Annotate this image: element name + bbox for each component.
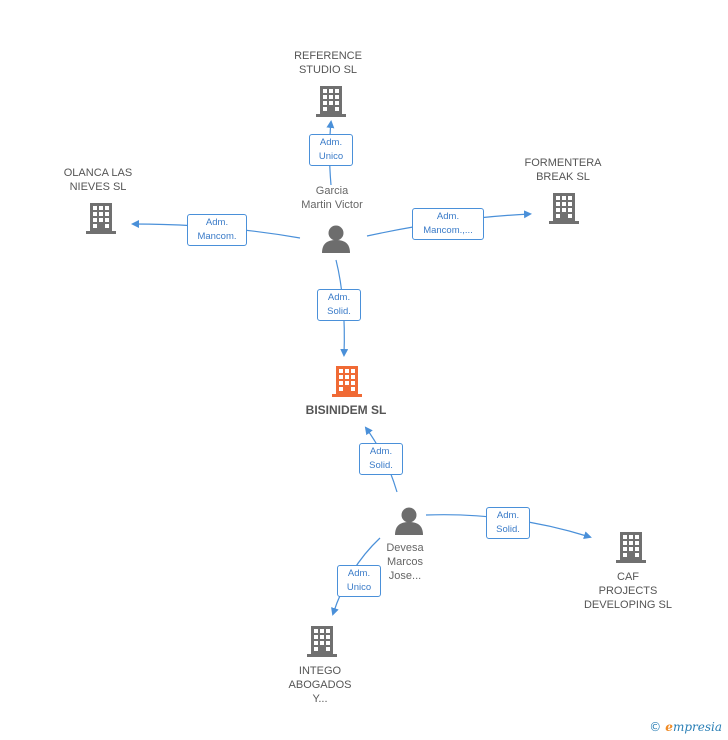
node-label-intego[interactable]: INTEGO ABOGADOS Y... [288,665,352,705]
building-icon-formentera [549,193,579,224]
person-icon-devesa [395,507,423,535]
node-label-devesa[interactable]: Devesa Marcos Jose... [386,542,424,582]
person-icon-garcia [322,225,350,253]
edge-label-devesa-intego[interactable]: Adm. Unico [337,565,381,597]
building-icon-reference [316,86,346,117]
edge-label-garcia-reference[interactable]: Adm. Unico [309,134,353,166]
edge-label-garcia-bisinidem[interactable]: Adm. Solid. [317,289,361,321]
node-label-garcia[interactable]: Garcia Martin Victor [301,185,363,211]
node-label-reference[interactable]: REFERENCE STUDIO SL [294,50,362,76]
edge-label-garcia-formentera[interactable]: Adm. Mancom.,... [412,208,484,240]
node-label-caf[interactable]: CAF PROJECTS DEVELOPING SL [583,571,673,611]
building-icon-bisinidem [332,366,362,397]
brand-rest: mpresia [672,720,722,734]
node-label-formentera[interactable]: FORMENTERA BREAK SL [524,157,602,183]
edge-label-garcia-olanca[interactable]: Adm. Mancom. [187,214,247,246]
copyright-symbol: © [649,720,662,734]
node-label-bisinidem[interactable]: BISINIDEM SL [305,403,387,417]
edge-label-devesa-bisinidem[interactable]: Adm. Solid. [359,443,403,475]
node-label-olanca[interactable]: OLANCA LAS NIEVES SL [63,167,133,193]
edge-label-devesa-caf[interactable]: Adm. Solid. [486,507,530,539]
empresia-logo: ©empresia [649,720,722,734]
building-icon-intego [307,626,337,657]
brand-e: e [665,720,673,734]
building-icon-olanca [86,203,116,234]
building-icon-caf [616,532,646,563]
